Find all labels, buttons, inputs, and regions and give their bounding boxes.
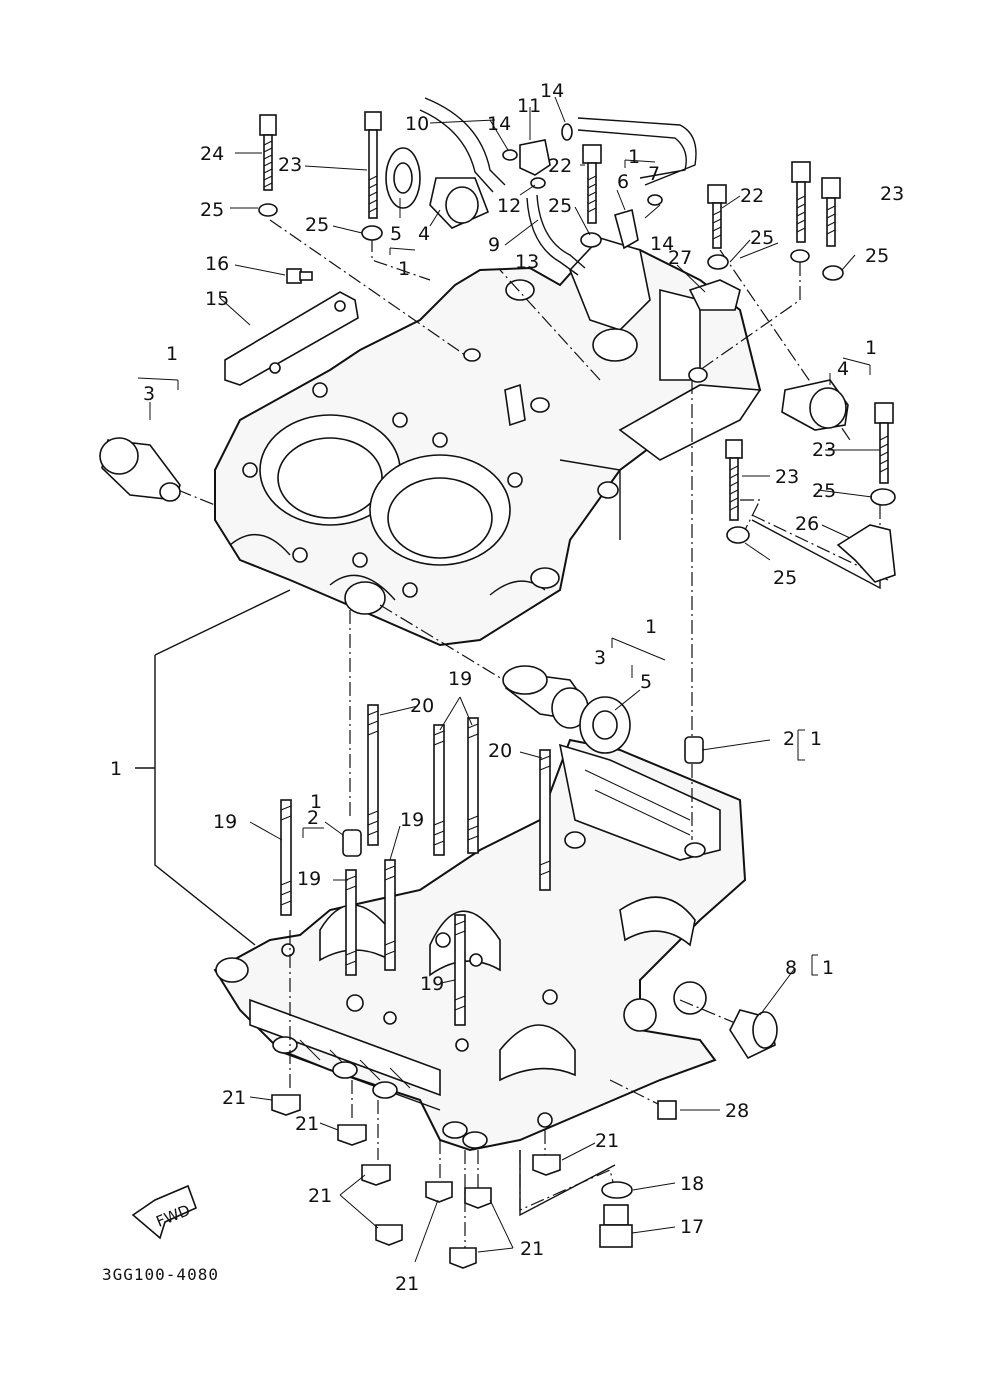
- callout-1: 1: [822, 957, 834, 979]
- callout-1: 1: [865, 337, 877, 359]
- bolts: [224, 111, 896, 583]
- callout-25: 25: [548, 195, 572, 217]
- callout-9: 9: [488, 234, 500, 256]
- callout-23: 23: [775, 466, 799, 488]
- callout-23: 23: [278, 154, 302, 176]
- bearings-and-hoses: [99, 97, 849, 1269]
- callout-4: 4: [837, 358, 849, 380]
- callout-21: 21: [520, 1238, 544, 1260]
- callout-5: 5: [640, 671, 652, 693]
- callout-labels: 24 25 23 25 5 4 1 10 14 11 14 12 22 25 9…: [110, 80, 904, 1295]
- callout-20: 20: [488, 740, 512, 762]
- callout-11: 11: [517, 95, 541, 117]
- callout-15: 15: [205, 288, 229, 310]
- callout-21: 21: [395, 1273, 419, 1295]
- callout-leaders: [137, 96, 880, 1263]
- callout-1: 1: [645, 616, 657, 638]
- callout-18: 18: [680, 1173, 704, 1195]
- callout-13: 13: [515, 251, 539, 273]
- callout-1: 1: [628, 146, 640, 168]
- callout-25: 25: [865, 245, 889, 267]
- callout-23: 23: [812, 439, 836, 461]
- callout-26: 26: [795, 513, 819, 535]
- callout-6: 6: [617, 171, 629, 193]
- callout-21: 21: [222, 1087, 246, 1109]
- callout-2: 2: [783, 728, 795, 750]
- callout-19: 19: [297, 868, 321, 890]
- callout-25: 25: [200, 199, 224, 221]
- callout-21: 21: [295, 1113, 319, 1135]
- callout-19: 19: [213, 811, 237, 833]
- callout-21: 21: [308, 1185, 332, 1207]
- callout-19: 19: [400, 809, 424, 831]
- forward-arrow-icon: FWD: [131, 1184, 198, 1240]
- callout-12: 12: [497, 195, 521, 217]
- callout-20: 20: [410, 695, 434, 717]
- callout-1: 1: [810, 728, 822, 750]
- callout-22: 22: [548, 155, 572, 177]
- callout-24: 24: [200, 143, 224, 165]
- upper-crankcase: [214, 237, 762, 647]
- callout-28: 28: [725, 1100, 749, 1122]
- callout-16: 16: [205, 253, 229, 275]
- callout-25: 25: [305, 214, 329, 236]
- callout-8: 8: [785, 957, 797, 979]
- callout-14: 14: [650, 233, 674, 255]
- callout-4: 4: [418, 223, 430, 245]
- callout-22: 22: [740, 185, 764, 207]
- callout-14: 14: [540, 80, 564, 102]
- callout-10: 10: [405, 113, 429, 135]
- callout-25: 25: [750, 227, 774, 249]
- callout-1: 1: [310, 791, 322, 813]
- callout-23: 23: [880, 183, 904, 205]
- callout-1: 1: [398, 258, 410, 280]
- callout-1: 1: [110, 758, 122, 780]
- callout-25: 25: [812, 480, 836, 502]
- drawing-code: 3GG100-4080: [102, 1265, 219, 1284]
- callout-14: 14: [487, 113, 511, 135]
- lower-crankcase: [213, 738, 747, 1152]
- callout-21: 21: [595, 1130, 619, 1152]
- callout-1: 1: [166, 343, 178, 365]
- callout-17: 17: [680, 1216, 704, 1238]
- callout-3: 3: [594, 647, 606, 669]
- callout-5: 5: [390, 223, 402, 245]
- studs: [280, 704, 704, 1120]
- callout-2: 2: [307, 807, 319, 829]
- callout-19: 19: [420, 973, 444, 995]
- callout-19: 19: [448, 668, 472, 690]
- callout-7: 7: [648, 163, 660, 185]
- callout-27: 27: [668, 247, 692, 269]
- callout-25: 25: [773, 567, 797, 589]
- callout-3: 3: [143, 383, 155, 405]
